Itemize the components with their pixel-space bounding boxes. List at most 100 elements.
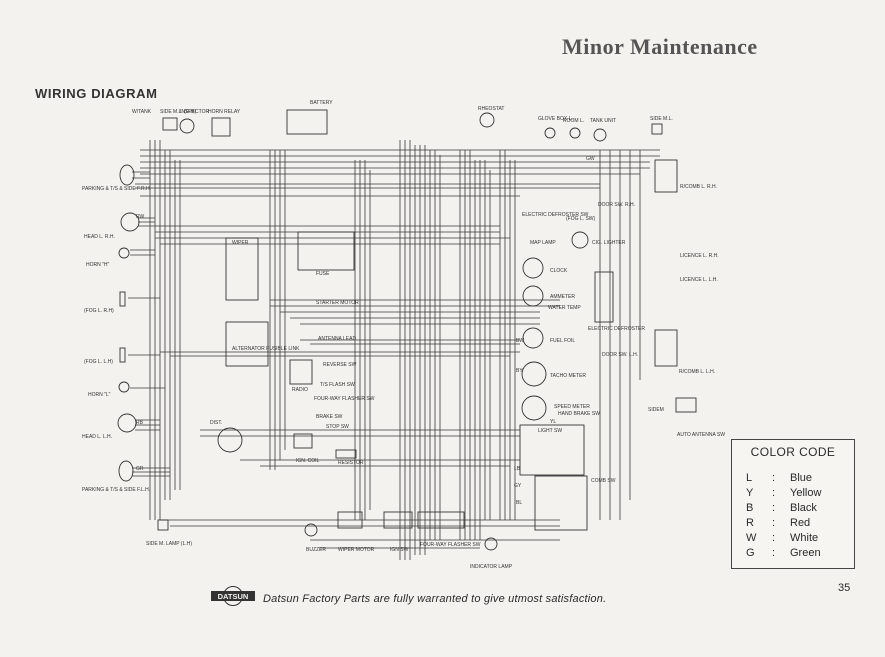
label-licence-lh: LICENCE L. L.H.	[680, 277, 718, 283]
tacho-meter-symbol	[521, 361, 547, 387]
label-rheostat: RHEOSTAT	[478, 106, 504, 112]
color-code-name: Red	[790, 517, 811, 529]
color-code-letter: G	[746, 547, 755, 559]
color-code-separator: :	[772, 472, 776, 484]
label-auto-antenna-sw: AUTO ANTENNA SW	[677, 432, 725, 438]
resistor-symbol	[335, 449, 357, 459]
label-comb-sw: COMB SW	[591, 478, 616, 484]
label-water-temp: WATER TEMP	[548, 305, 581, 311]
label-fog-rh: (FOG L. R.H)	[84, 308, 114, 314]
page-number: 35	[838, 582, 851, 594]
distributor-symbol	[217, 427, 243, 453]
horn-h-symbol	[118, 247, 130, 259]
label-fog-sw: (FOG L. SW)	[566, 216, 596, 222]
parking-lamp-rh-symbol	[119, 164, 135, 186]
label-room-l: ROOM L.	[563, 118, 584, 124]
label-horn-relay: HORN RELAY	[208, 109, 241, 115]
label-glove-box: GLOVE BOX L.	[538, 116, 573, 122]
horn-l-symbol	[118, 381, 130, 393]
comb-switch-symbol	[534, 475, 588, 531]
label-fusible-link: ALTERNATOR FUSIBLE LINK	[232, 346, 300, 352]
label-cig-lighter: CIG. LIGHTER	[592, 240, 626, 246]
color-code-letter: Y	[746, 487, 754, 499]
wire-tag: GY	[514, 483, 522, 489]
label-fuse: FUSE	[316, 271, 330, 277]
color-code-name: Black	[790, 502, 817, 514]
rear-comb-lamp-rh-symbol	[654, 159, 678, 193]
color-code-separator: :	[772, 487, 776, 499]
four-way-flasher-switch-symbol	[417, 511, 465, 529]
label-starter-motor: STARTER MOTOR	[316, 300, 359, 306]
wire-tags: RW RB BY GY LB BW YL GW BL GR	[136, 156, 595, 506]
color-code-letter: L	[746, 472, 753, 484]
buzzer-symbol	[304, 523, 318, 537]
label-sidem: SIDEM	[648, 407, 664, 413]
wire-harness	[128, 140, 660, 560]
label-inspector: INSPECTOR	[180, 109, 209, 115]
label-ammeter: AMMETER	[550, 294, 575, 300]
wire-tag: RB	[136, 420, 144, 426]
side-ml-symbol	[651, 123, 663, 135]
tank-unit-symbol	[593, 128, 607, 142]
label-r-comb-rh: R/COMB L. R.H.	[680, 184, 717, 190]
color-code-name: Green	[790, 547, 821, 559]
color-code-title: COLOR CODE	[750, 445, 836, 459]
component-symbols	[117, 109, 697, 551]
wire-tag: RW	[136, 214, 145, 220]
wire-tag: LB	[514, 466, 521, 472]
label-defroster-sw: ELECTRIC DEFROSTER SW	[522, 212, 589, 218]
auto-antenna-sw-symbol	[675, 397, 697, 413]
label-brake-sw: BRAKE SW	[316, 414, 343, 420]
page-title: Minor Maintenance	[562, 34, 758, 59]
color-code-legend: COLOR CODE L : Blue Y : Yellow B : Black…	[731, 439, 855, 569]
parking-lamp-lh-symbol	[118, 460, 134, 482]
label-battery: BATTERY	[310, 100, 333, 106]
label-parking-lh: PARKING & T/S & SIDE F.L.H.	[82, 487, 150, 493]
label-licence-rh: LICENCE L. R.H.	[680, 253, 719, 259]
label-ign-sw: IGN SW	[390, 547, 409, 553]
label-door-sw-rh: DOOR SW. R.H.	[598, 202, 635, 208]
battery-symbol	[286, 109, 328, 135]
label-side-ml-rh: SIDE M.L. (R.H)	[160, 109, 196, 115]
color-code-separator: :	[772, 517, 776, 529]
label-head-lh: HEAD L. L.H.	[82, 434, 112, 440]
fog-lamp-lh-symbol	[119, 347, 126, 363]
label-indicator-lamp: INDICATOR LAMP	[470, 564, 513, 570]
color-code-letter: B	[746, 502, 754, 514]
label-horn-h: HORN "H"	[86, 262, 109, 268]
side-ml-rh-symbol	[162, 117, 178, 131]
ign-switch-symbol	[383, 511, 413, 529]
label-r-comb-lh: R/COMB L. L.H.	[679, 369, 715, 375]
label-map-lamp: MAP LAMP	[530, 240, 556, 246]
label-light-sw: LIGHT SW	[538, 428, 562, 434]
wire-tag: GR	[136, 466, 144, 472]
label-four-way-flasher-sw-2: FOUR-WAY FLASHER SW	[420, 542, 481, 548]
ignition-coil-symbol	[293, 433, 313, 449]
component-labels: PARKING & T/S & SIDE F.R.H. HEAD L. R.H.…	[82, 100, 725, 570]
color-code-name: White	[790, 532, 819, 544]
color-code-separator: :	[772, 502, 776, 514]
section-title: WIRING DIAGRAM	[35, 86, 158, 101]
label-ts-flash-sw: T/S FLASH SW	[320, 382, 355, 388]
color-code-name: Blue	[790, 472, 813, 484]
label-clock: CLOCK	[550, 268, 568, 274]
wiper-motor-symbol	[337, 511, 363, 529]
label-side-ml: SIDE M.L.	[650, 116, 673, 122]
label-door-sw-lh: DOOR SW. L.H.	[602, 352, 638, 358]
label-radio: RADIO	[292, 387, 308, 393]
label-side-m-lamp: SIDE M. LAMP (L.H)	[146, 541, 192, 547]
head-lamp-lh-symbol	[117, 413, 137, 433]
label-head-rh: HEAD L. R.H.	[84, 234, 115, 240]
label-fog-lh: (FOG L. L.H)	[84, 359, 113, 365]
label-reverse-sw: REVERSE SW	[323, 362, 357, 368]
label-buzzer: BUZZER	[306, 547, 326, 553]
rheostat-symbol	[479, 112, 495, 128]
indicator-lamp-symbol	[484, 537, 498, 551]
color-code-separator: :	[772, 547, 776, 559]
wire-tag: BL	[516, 500, 522, 506]
label-resistor: RESISTOR	[338, 460, 364, 466]
fusible-link-symbol	[225, 321, 269, 367]
label-stop-sw: STOP SW	[326, 424, 349, 430]
wire-tag: BW	[516, 338, 524, 344]
